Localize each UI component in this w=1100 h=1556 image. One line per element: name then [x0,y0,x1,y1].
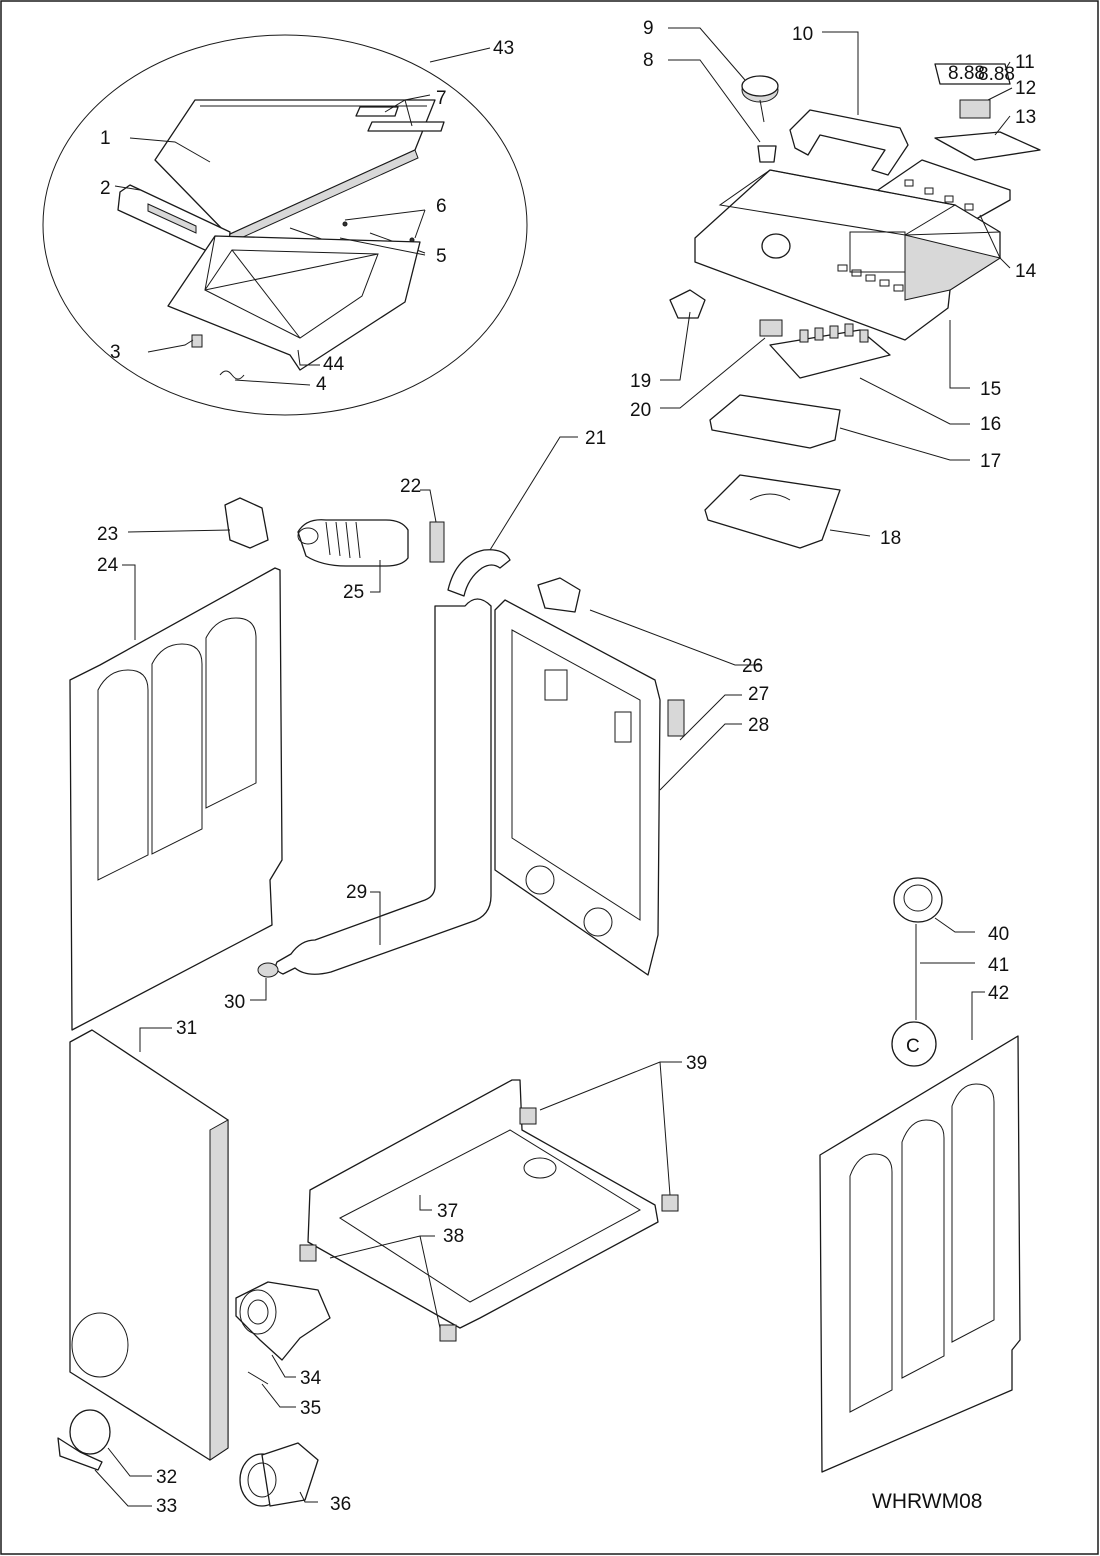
control-panel-group: 8.88 8.88 [669,63,1041,549]
foot [661,1194,679,1212]
callout-15: 15 [980,379,1001,400]
callout-28: 28 [748,715,769,736]
callout-40: 40 [988,924,1009,945]
board-holder [709,394,841,449]
callout-17: 17 [980,451,1001,472]
leader-lines [94,27,1013,1507]
diagram-code: WHRWM08 [872,1490,982,1513]
callout-19: 19 [630,371,651,392]
callout-4: 4 [316,374,327,395]
svg-text:C: C [906,1036,920,1057]
callout-31: 31 [176,1018,197,1039]
connector-block [959,99,991,119]
clip [429,521,445,563]
switch [669,289,706,319]
panel-bracket [789,109,909,176]
frame-bracket [537,577,581,613]
selector-knob [893,877,943,923]
front-panel [69,1029,229,1461]
drain-pump [235,1281,331,1361]
lid-strip [355,106,399,117]
callout-29: 29 [346,882,367,903]
svg-text:8.88: 8.88 [948,63,985,84]
callout-36: 36 [330,1494,351,1515]
button-strip [934,131,1041,161]
cabinet-panels: C [57,567,1021,1473]
base-and-pump [235,1079,679,1507]
middle-parts [224,497,685,978]
right-side-panel [819,1035,1021,1473]
callout-10: 10 [792,24,813,45]
door-lock [224,497,269,549]
callout-24: 24 [97,555,119,576]
callout-2: 2 [100,178,111,199]
callout-23: 23 [97,524,118,545]
callout-12: 12 [1015,78,1036,99]
callout-30: 30 [224,992,245,1013]
callout-8: 8 [643,50,654,71]
callout-3: 3 [110,342,121,363]
callout-6: 6 [436,196,447,217]
foot [519,1107,537,1125]
lid-assembly [42,34,528,416]
foot [299,1244,317,1262]
callout-labels: 1 2 3 4 5 6 7 8 9 10 11 12 13 14 15 16 1… [97,18,1037,1517]
callout-39: 39 [686,1053,707,1074]
knob-cap [891,1021,937,1067]
callout-22: 22 [400,476,421,497]
lid-handle-grip [147,203,197,234]
left-side-panel [69,567,283,1031]
svg-text:8.88: 8.88 [978,64,1015,85]
foot [439,1324,457,1342]
lid-frame [167,235,421,371]
door-hinge [57,1437,103,1471]
callout-16: 16 [980,414,1001,435]
callout-21: 21 [585,428,606,449]
callout-43: 43 [493,38,514,59]
callout-37: 37 [437,1201,458,1222]
lid-spring [219,370,245,380]
callout-26: 26 [742,656,763,677]
callout-11: 11 [1015,52,1035,73]
callout-42: 42 [988,983,1009,1004]
rear-frame [494,599,661,976]
bellows-hose [297,519,409,567]
side-clip [667,699,685,737]
callout-27: 27 [748,684,769,705]
callout-5: 5 [436,246,447,267]
hose-elbow [447,549,511,597]
callout-34: 34 [300,1368,322,1389]
lid-latch [191,334,203,348]
callout-35: 35 [300,1398,321,1419]
callout-9: 9 [643,18,654,39]
callout-38: 38 [443,1226,464,1247]
console-base [704,474,841,549]
base-frame [307,1079,659,1329]
callout-20: 20 [630,400,651,421]
callout-13: 13 [1015,107,1036,128]
callout-33: 33 [156,1496,177,1517]
callout-25: 25 [343,582,364,603]
hose-clamp [257,962,279,978]
callout-41: 41 [988,955,1009,976]
display-module [934,63,1011,85]
callout-1: 1 [100,128,111,149]
callout-7: 7 [436,88,447,109]
callout-32: 32 [156,1467,177,1488]
switch-block [759,319,783,337]
lid-assembly-outline [42,34,528,416]
knob-insert [757,145,777,163]
callout-14: 14 [1015,261,1037,282]
drain-hose [275,598,492,975]
callout-18: 18 [880,528,901,549]
callout-44: 44 [323,354,345,375]
lid-strip [367,121,445,132]
console-side [904,234,1002,301]
service-door [69,1409,111,1455]
